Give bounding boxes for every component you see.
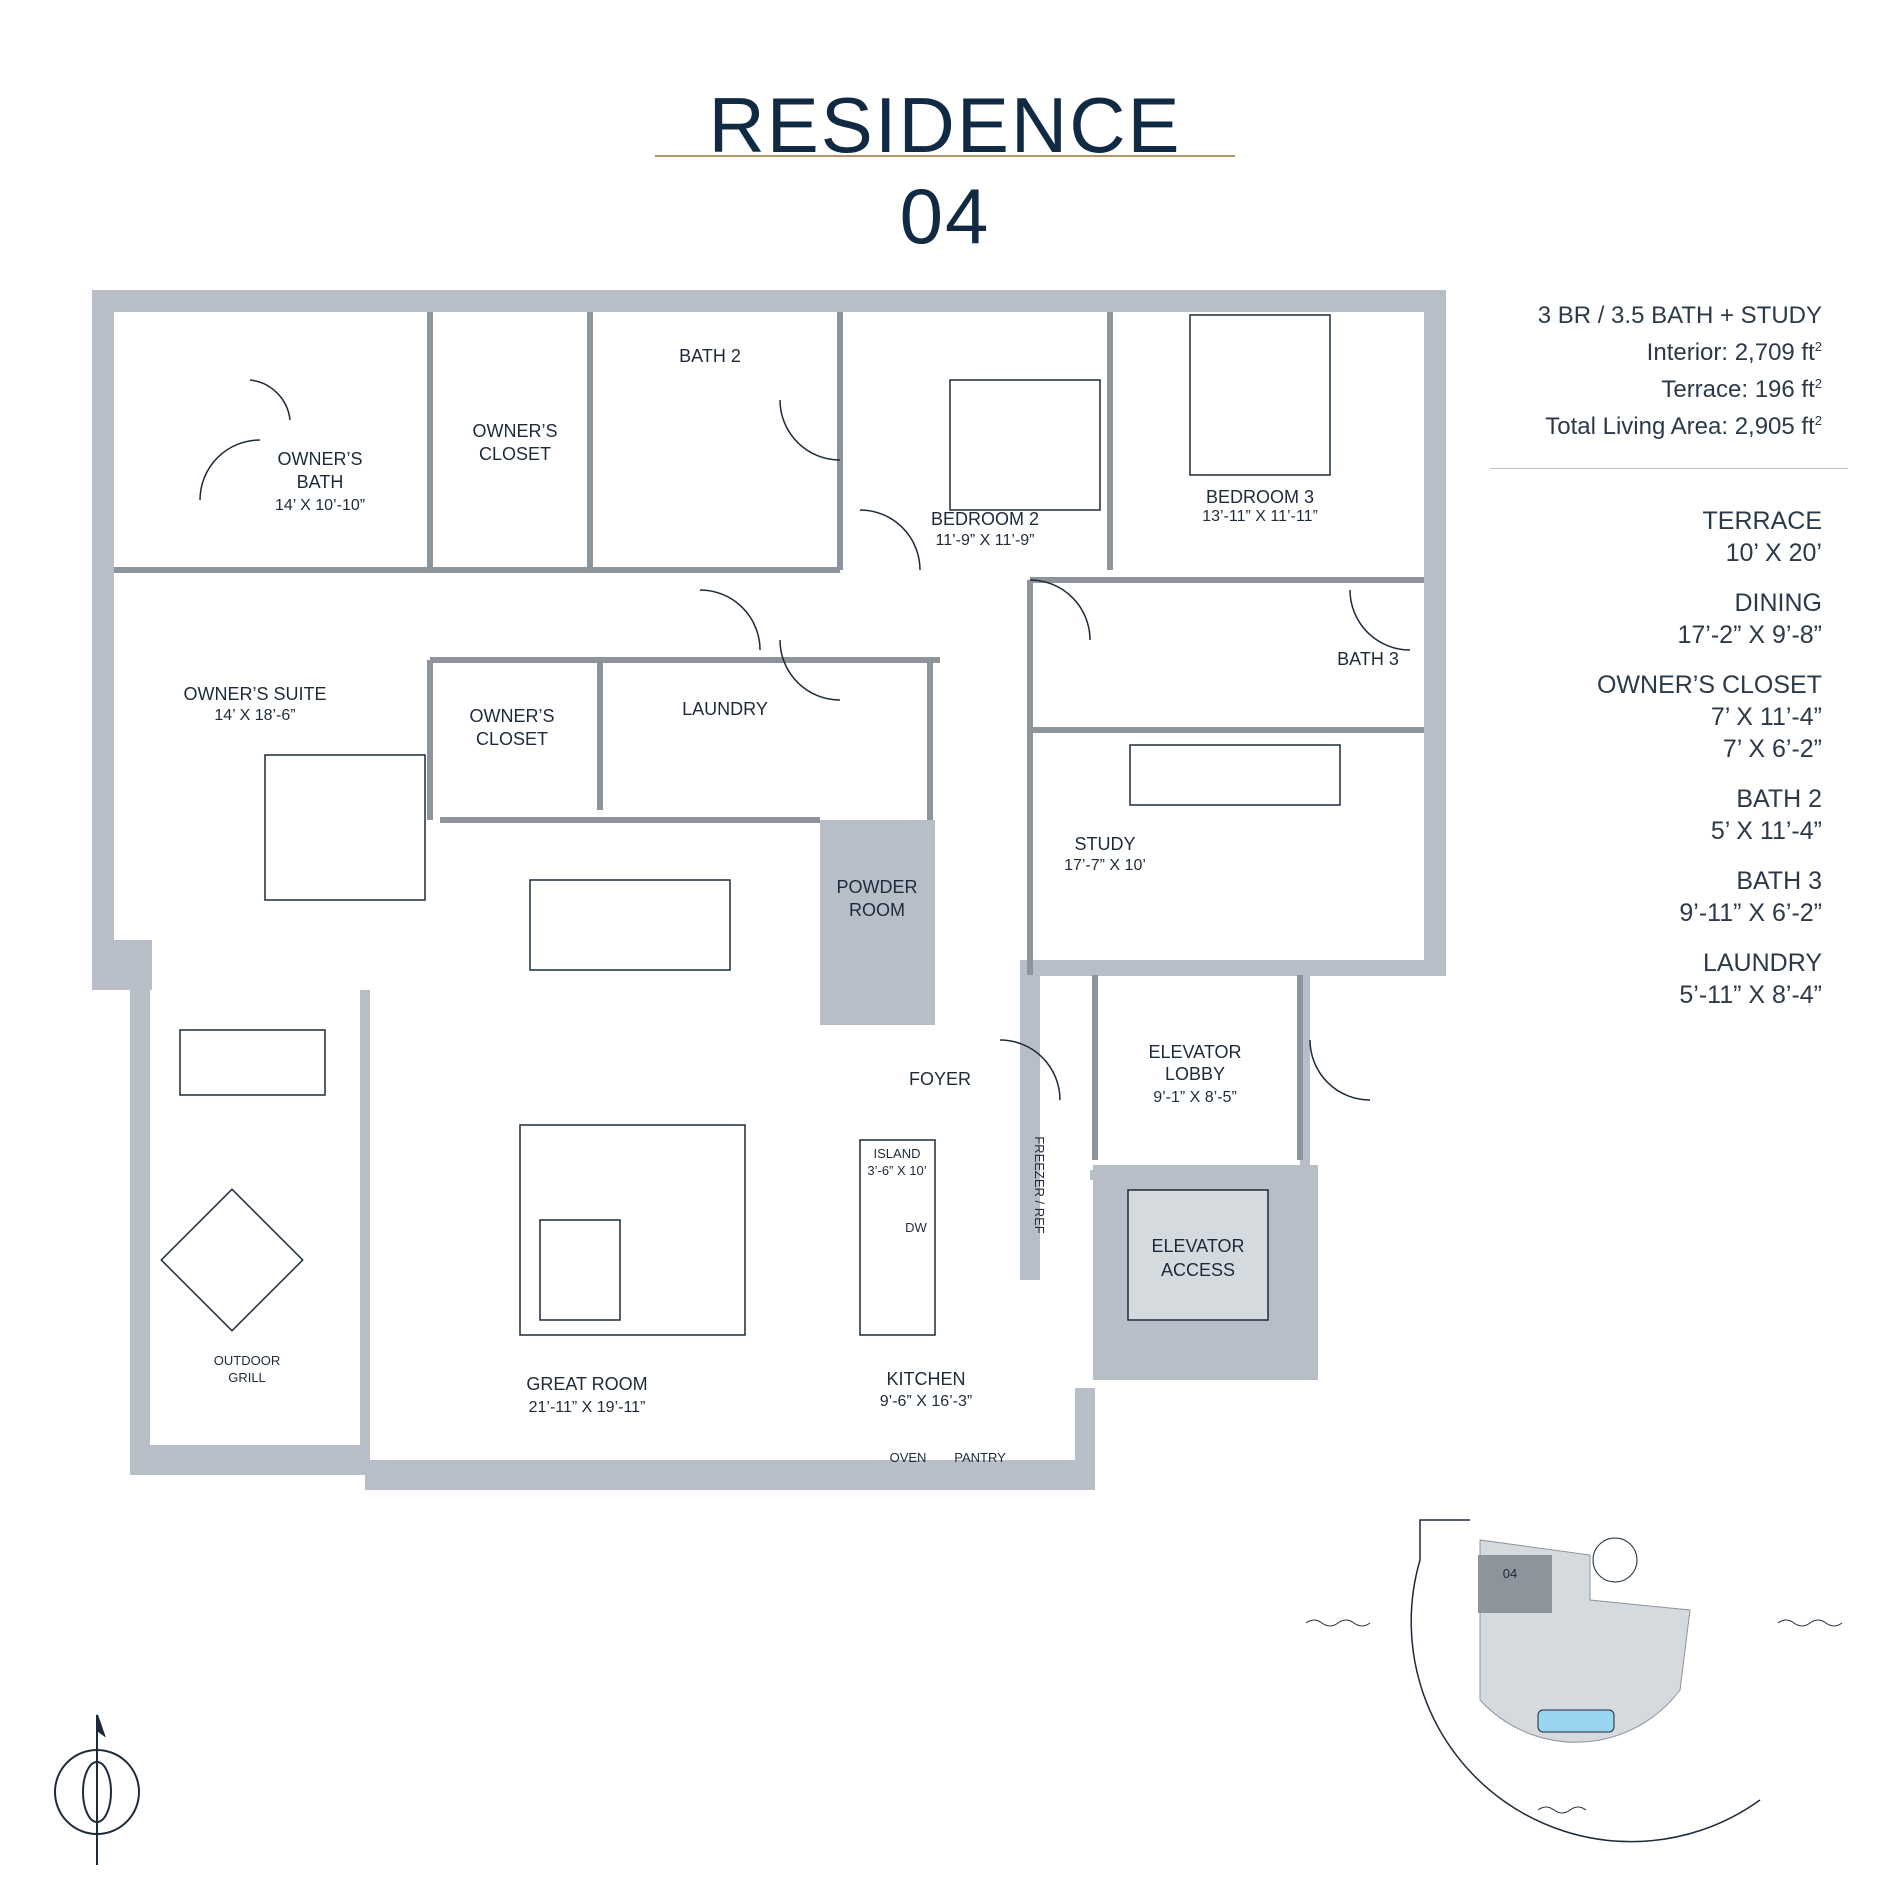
dim-bedroom2: 11’-9” X 11’-9” xyxy=(936,532,1035,549)
label-owners-suite: OWNER’S SUITE xyxy=(183,684,326,704)
dim-island: 3’-6” X 10’ xyxy=(867,1163,926,1178)
label-owners-closet-lower-2: CLOSET xyxy=(476,729,548,749)
coffee-table-icon xyxy=(539,1219,621,1321)
title-underline xyxy=(655,155,1235,157)
label-owners-bath-2: BATH xyxy=(297,472,344,492)
label-kitchen: KITCHEN xyxy=(886,1369,965,1389)
interior-area: Interior: 2,709 ft2 xyxy=(1646,339,1822,366)
unit-config: 3 BR / 3.5 BATH + STUDY xyxy=(1537,302,1822,329)
label-laundry: LAUNDRY xyxy=(682,699,768,719)
dim-owners-bath: 14’ X 10’-10” xyxy=(275,497,365,514)
dining-table-icon xyxy=(529,879,731,971)
water-icon xyxy=(1305,1619,1371,1627)
key-plan-unit-label: 04 xyxy=(1503,1566,1517,1581)
label-owners-bath: OWNER’S xyxy=(278,449,363,469)
label-elevator-access: ELEVATOR xyxy=(1151,1236,1244,1256)
label-bath2: BATH 2 xyxy=(679,346,741,366)
bed-icons xyxy=(160,314,1341,1336)
label-outdoor-grill: OUTDOOR xyxy=(214,1353,280,1368)
kitchen-island-icon xyxy=(859,1139,936,1336)
label-bedroom2: BEDROOM 2 xyxy=(931,509,1039,529)
door-swings xyxy=(199,379,1411,1101)
terrace-area: Terrace: 196 ft2 xyxy=(1661,376,1822,403)
label-owners-closet-lower: OWNER’S xyxy=(470,706,555,726)
label-foyer: FOYER xyxy=(909,1069,971,1089)
label-elevator-access-2: ACCESS xyxy=(1161,1260,1235,1280)
label-powder-2: ROOM xyxy=(849,900,905,920)
page-title: RESIDENCE 04 xyxy=(708,81,1182,260)
label-elevator-lobby-2: LOBBY xyxy=(1165,1064,1225,1084)
dim-great-room: 21’-11” X 19’-11” xyxy=(529,1399,646,1416)
label-study: STUDY xyxy=(1074,834,1135,854)
label-dw: DW xyxy=(905,1220,927,1235)
north-arrow-icon xyxy=(54,1714,140,1865)
label-outdoor-grill-2: GRILL xyxy=(228,1370,266,1385)
key-plan: 04 xyxy=(1305,1519,1843,1843)
outdoor-table-icon xyxy=(160,1188,304,1332)
label-great-room: GREAT ROOM xyxy=(526,1374,647,1394)
label-bath3: BATH 3 xyxy=(1337,649,1399,669)
label-oven: OVEN xyxy=(890,1450,927,1465)
elevator-car-icon xyxy=(1127,1189,1269,1321)
label-owners-closet-upper: OWNER’S xyxy=(473,421,558,441)
bed-icon xyxy=(264,754,426,901)
pool-icon xyxy=(1537,1709,1615,1733)
label-island: ISLAND xyxy=(874,1146,921,1161)
dim-elevator-lobby: 9’-1” X 8’-5” xyxy=(1153,1089,1237,1106)
interior-walls xyxy=(114,312,1424,1160)
study-sofa-icon xyxy=(1129,744,1341,806)
unit-summary: 3 BR / 3.5 BATH + STUDY Interior: 2,709 … xyxy=(1538,300,1822,442)
dim-bedroom3: 13’-11” X 11’-11” xyxy=(1202,508,1318,525)
water-icon xyxy=(1537,1806,1587,1814)
water-icon xyxy=(1777,1619,1843,1627)
dim-kitchen: 9’-6” X 16’-3” xyxy=(880,1393,972,1410)
total-area: Total Living Area: 2,905 ft2 xyxy=(1545,413,1822,440)
room-labels: OWNER’S BATH 14’ X 10’-10” OWNER’S CLOSE… xyxy=(183,346,1398,1465)
label-powder: POWDER xyxy=(837,877,918,897)
summary-divider xyxy=(1490,468,1848,469)
dim-study: 17’-7” X 10’ xyxy=(1064,857,1146,874)
outdoor-sofa-icon xyxy=(179,1029,326,1096)
dim-owners-suite: 14’ X 18’-6” xyxy=(214,707,295,724)
label-freezer: FREEZER / REF xyxy=(1032,1136,1047,1234)
label-pantry: PANTRY xyxy=(954,1450,1006,1465)
bed-icon xyxy=(949,379,1101,511)
label-elevator-lobby: ELEVATOR xyxy=(1148,1042,1241,1062)
bed-icon xyxy=(1189,314,1331,476)
unit-04-marker xyxy=(1478,1555,1552,1613)
label-bedroom3: BEDROOM 3 xyxy=(1206,487,1314,507)
label-owners-closet-upper-2: CLOSET xyxy=(479,444,551,464)
